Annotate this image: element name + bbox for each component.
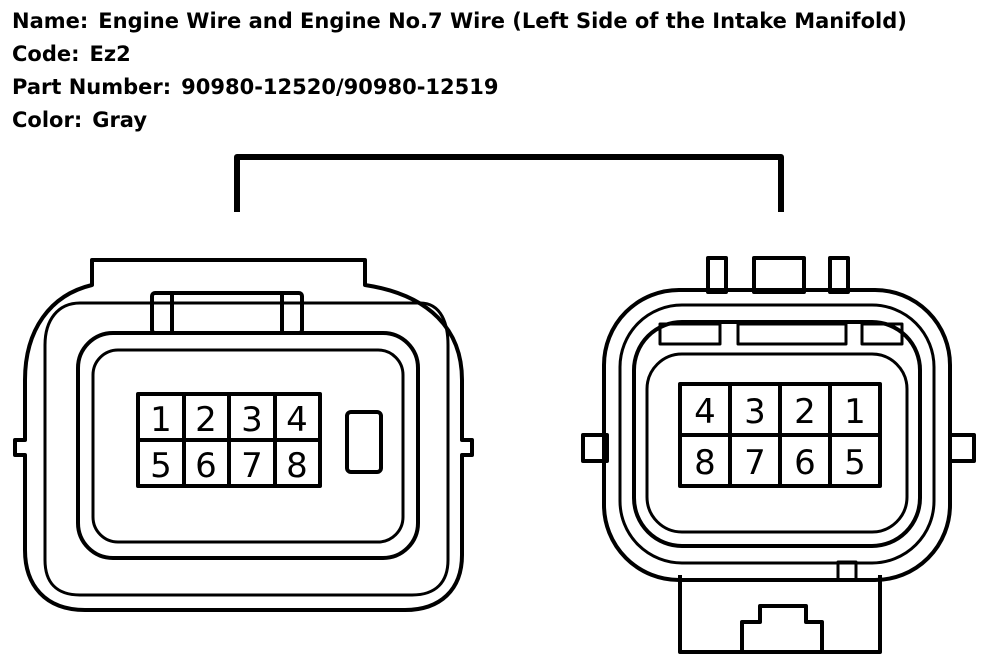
right-side-tab — [581, 433, 609, 463]
color-label: Color: — [12, 108, 83, 132]
right-connector-outer-shell — [602, 288, 952, 582]
right-pin-label: 8 — [694, 443, 716, 483]
right-top-tab — [706, 256, 728, 294]
name-label: Name: — [12, 9, 89, 33]
right-pin-label: 5 — [844, 443, 866, 483]
right-connector-inner-wall — [632, 320, 922, 548]
left-pin-label: 8 — [286, 446, 308, 486]
right-bottom-stem — [678, 575, 882, 654]
left-pin-label: 1 — [150, 400, 172, 440]
right-connector-mid-wall — [618, 303, 936, 565]
right-pin-label: 7 — [744, 443, 766, 483]
connector-info: Name: Engine Wire and Engine No.7 Wire (L… — [12, 6, 907, 138]
right-bottom-latch — [740, 604, 824, 652]
name-value: Engine Wire and Engine No.7 Wire (Left S… — [98, 9, 907, 33]
right-guide-rib — [736, 322, 848, 346]
right-pin-label: 2 — [794, 392, 816, 432]
right-connector: 4 3 2 1 8 7 6 5 — [581, 256, 976, 654]
left-connector-inner-wall — [76, 331, 420, 560]
left-pin-label: 5 — [150, 446, 172, 486]
code-value: Ez2 — [89, 42, 131, 66]
left-connector-key — [345, 410, 383, 474]
code-line: Code: Ez2 — [12, 39, 907, 72]
part-number-line: Part Number: 90980-12520/90980-12519 — [12, 72, 907, 105]
right-pin-label: 3 — [744, 392, 766, 432]
left-pin-label: 7 — [241, 446, 263, 486]
right-connector-cavity — [645, 352, 909, 534]
pairing-bracket — [234, 154, 784, 212]
left-connector-cavity — [91, 348, 405, 544]
left-connector-outer-shell — [13, 258, 474, 612]
right-side-tab — [948, 433, 976, 463]
color-line: Color: Gray — [12, 105, 907, 138]
left-connector-latch — [150, 291, 304, 335]
code-label: Code: — [12, 42, 80, 66]
part-number-label: Part Number: — [12, 75, 172, 99]
right-guide-rib — [658, 322, 722, 346]
right-guide-rib — [860, 322, 904, 346]
left-connector-housing-wall — [43, 301, 450, 597]
right-lock-notch — [836, 560, 858, 582]
left-pin-label: 4 — [286, 400, 308, 440]
left-pin-label: 3 — [241, 400, 263, 440]
left-pin-label: 2 — [195, 400, 217, 440]
right-top-tab — [752, 256, 806, 294]
name-line: Name: Engine Wire and Engine No.7 Wire (L… — [12, 6, 907, 39]
part-number-value: 90980-12520/90980-12519 — [181, 75, 499, 99]
right-pin-label: 1 — [844, 392, 866, 432]
color-value: Gray — [92, 108, 148, 132]
left-connector: 1 2 3 4 5 6 7 8 — [13, 258, 474, 612]
left-pin-label: 6 — [195, 446, 217, 486]
right-top-tab — [828, 256, 850, 294]
right-pin-label: 6 — [794, 443, 816, 483]
right-pin-label: 4 — [694, 392, 716, 432]
